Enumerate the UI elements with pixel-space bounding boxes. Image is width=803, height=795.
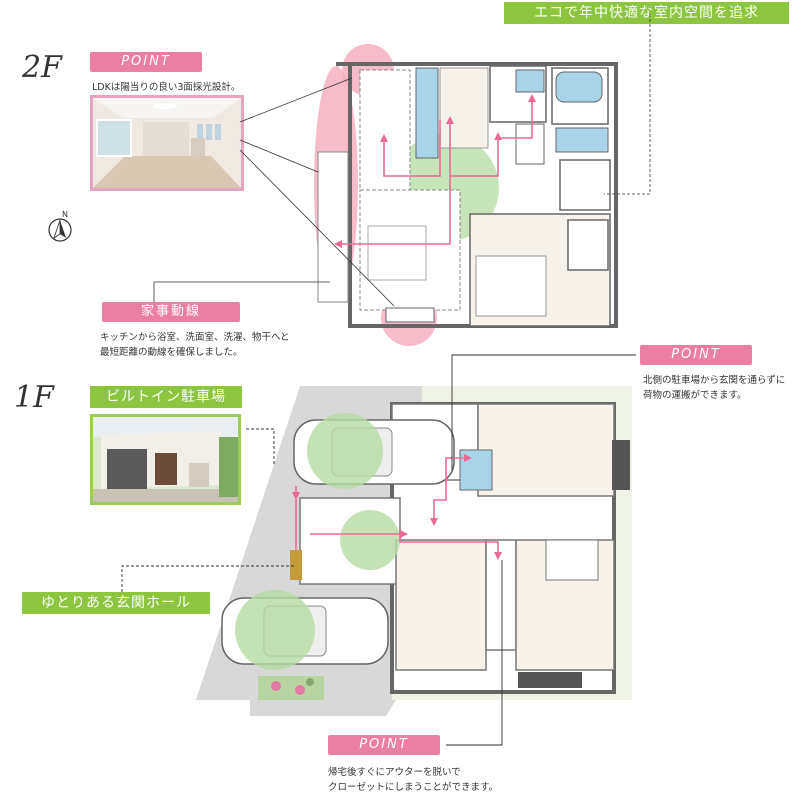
garage-zone-north bbox=[307, 413, 383, 489]
floor-plan-2f bbox=[314, 44, 618, 346]
point-north-tag: POINT bbox=[640, 345, 752, 365]
point-north-text: 北側の駐車場から玄関を通らずに 荷物の運搬ができます。 bbox=[643, 375, 786, 401]
garage-zone-south bbox=[235, 590, 315, 670]
headline-banner: エコで年中快適な室内空間を追求 bbox=[504, 2, 789, 24]
north-arrow-icon: N bbox=[45, 208, 75, 244]
point-bottom-tag: POINT bbox=[328, 735, 440, 755]
ldk-photo bbox=[90, 95, 244, 191]
kaji-tag: 家事動線 bbox=[102, 302, 240, 322]
floor-label-1f: 1F bbox=[14, 380, 54, 415]
garage-photo bbox=[90, 414, 241, 505]
hall-tag: ゆとりある玄関ホール bbox=[22, 592, 210, 614]
kaji-text: キッチンから浴室、洗面室、洗濯、物干へと 最短距離の動線を確保しました。 bbox=[100, 332, 290, 358]
point-bottom-text: 帰宅後すぐにアウターを脱いで クローゼットにしまうことができます。 bbox=[328, 767, 499, 793]
floor-plan-1f bbox=[196, 386, 632, 716]
point-text-2f: LDKは陽当りの良い3面採光設計。 bbox=[92, 82, 241, 93]
garage-tag: ビルトイン駐車場 bbox=[90, 386, 242, 408]
hall-zone bbox=[340, 510, 400, 570]
svg-text:N: N bbox=[62, 210, 68, 219]
point-tag-2f: POINT bbox=[90, 52, 202, 72]
floor-label-2f: 2F bbox=[22, 50, 62, 85]
